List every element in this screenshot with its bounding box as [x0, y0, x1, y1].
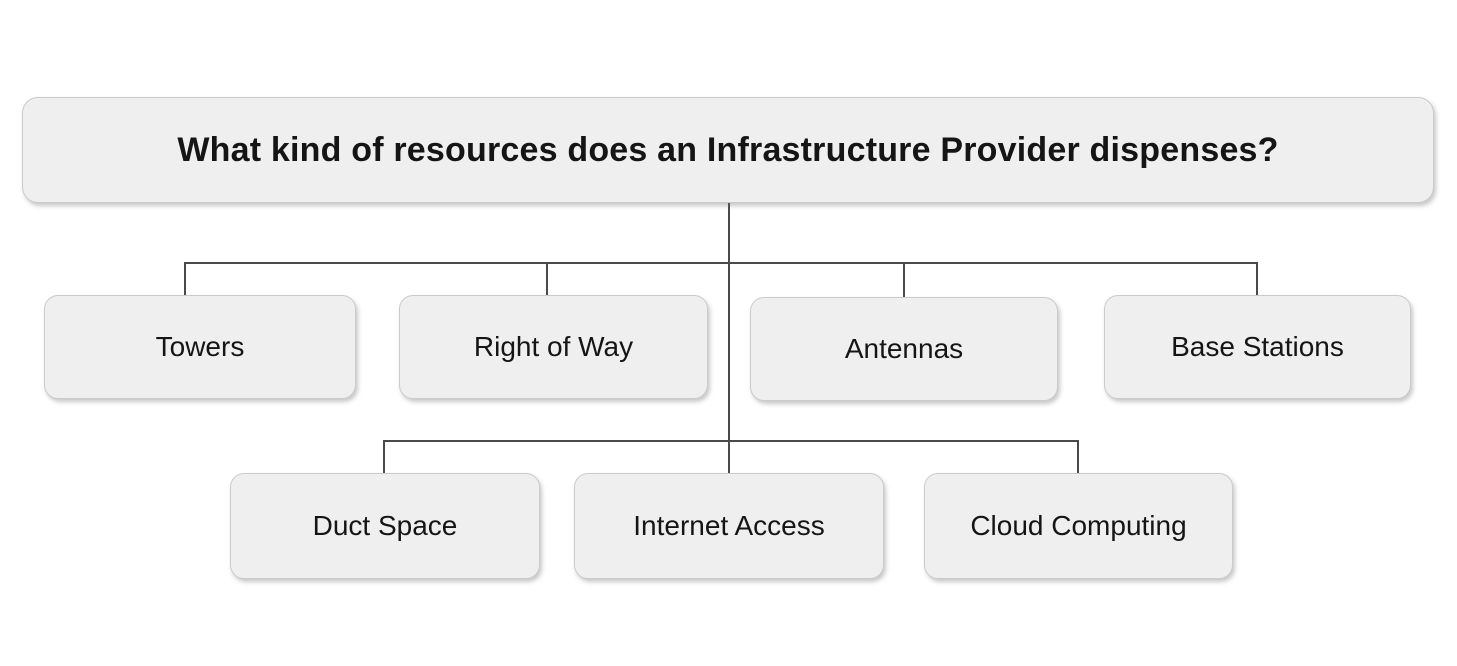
node-right-of-way: Right of Way	[399, 295, 708, 399]
connector-drop-duct-space	[383, 440, 385, 474]
node-cloud-computing: Cloud Computing	[924, 473, 1233, 579]
node-duct-space: Duct Space	[230, 473, 540, 579]
connector-drop-base-stations	[1256, 262, 1258, 296]
connector-drop-right-of-way	[546, 262, 548, 296]
node-towers: Towers	[44, 295, 356, 399]
connector-drop-antennas	[903, 262, 905, 298]
root-node-question: What kind of resources does an Infrastru…	[22, 97, 1434, 203]
node-duct-space-label: Duct Space	[312, 510, 458, 541]
node-cloud-computing-label: Cloud Computing	[970, 510, 1187, 541]
connector-row1-horizontal	[184, 262, 1258, 264]
node-towers-label: Towers	[155, 331, 245, 362]
node-antennas-label: Antennas	[844, 333, 964, 364]
node-internet-access-label: Internet Access	[633, 510, 825, 541]
connector-row2-horizontal	[383, 440, 1079, 442]
connector-drop-towers	[184, 262, 186, 296]
node-base-stations: Base Stations	[1104, 295, 1411, 399]
connector-drop-cloud-computing	[1077, 440, 1079, 474]
connector-trunk-vertical	[728, 203, 730, 474]
node-base-stations-label: Base Stations	[1171, 331, 1344, 362]
node-antennas: Antennas	[750, 297, 1058, 401]
node-right-of-way-label: Right of Way	[473, 331, 634, 362]
node-internet-access: Internet Access	[574, 473, 884, 579]
root-node-label: What kind of resources does an Infrastru…	[177, 130, 1279, 169]
